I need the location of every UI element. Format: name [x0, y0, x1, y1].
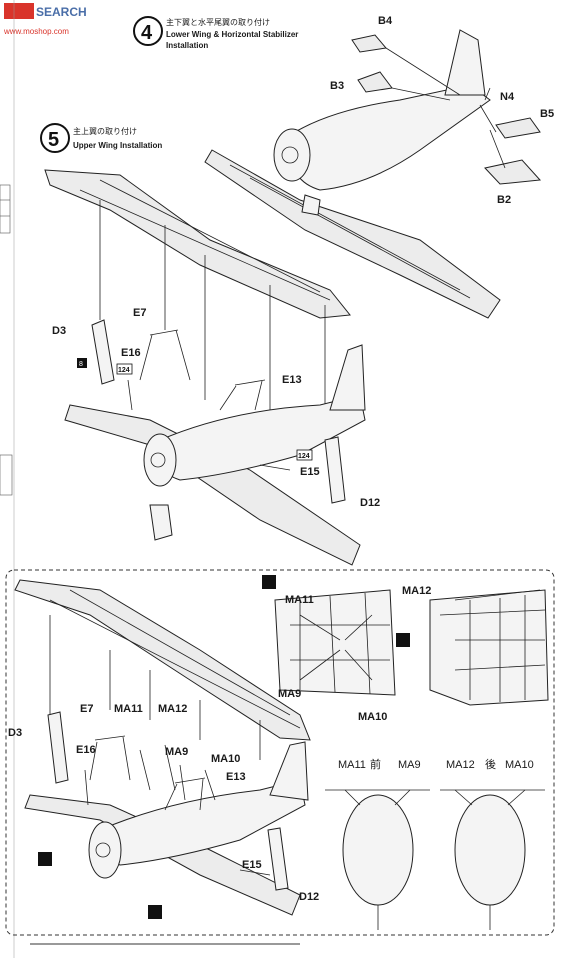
- label-e16: E16: [121, 347, 141, 359]
- watermark-logo: [4, 3, 34, 19]
- watermark-site: www.moshop.com: [3, 27, 69, 36]
- opt-label-d3: D3: [8, 727, 22, 739]
- step5-landing-gear: [149, 504, 173, 541]
- label-b4: B4: [378, 15, 393, 27]
- opt-label-e15: E15: [242, 859, 262, 871]
- opt-label-e13: E13: [226, 771, 246, 783]
- label-d12: D12: [360, 497, 380, 509]
- step4-cowl: [273, 128, 311, 182]
- front-view-left: MA11 前 MA9: [325, 757, 430, 930]
- part-b5-shape: [495, 117, 541, 139]
- part-e7-shape: [139, 329, 191, 381]
- optional-upper-wing: [14, 579, 311, 741]
- optional-panel-frame: [5, 569, 555, 936]
- opt-part-d12-shape: [267, 827, 289, 891]
- opt-label-ma10: MA10: [211, 753, 240, 765]
- opt-part-d3-shape: [47, 711, 69, 784]
- part-d12-shape: [324, 436, 346, 504]
- front-left-b: MA9: [398, 759, 421, 771]
- ref-box-124b: [296, 449, 313, 461]
- step5-title-en: Upper Wing Installation: [73, 141, 162, 150]
- optional-tail: [269, 741, 309, 801]
- step4-title-en-2: Installation: [166, 41, 208, 50]
- ref-box-8: [77, 358, 87, 368]
- opt-label-ma9: MA9: [165, 746, 188, 758]
- step4-header: 4 主下翼と水平尾翼の取り付け Lower Wing & Horizontal …: [133, 16, 298, 50]
- detail-side: [429, 589, 549, 706]
- svg-text:124: 124: [118, 367, 130, 374]
- opt-part-e7-shape: [89, 735, 131, 781]
- step5-drawing: 8 124 124: [44, 169, 366, 566]
- part-b4-shape: [351, 34, 387, 53]
- step4-number: 4: [141, 22, 153, 44]
- detail-label-ma12: MA12: [402, 585, 431, 597]
- watermark: SEARCH www.moshop.com: [3, 3, 87, 36]
- step5-title-jp: 主上翼の取り付け: [73, 126, 137, 136]
- step4-tail: [444, 29, 486, 96]
- label-e15: E15: [300, 466, 320, 478]
- part-e13-shape: [219, 379, 266, 411]
- watermark-brand: SEARCH: [36, 5, 87, 19]
- front-right-a: MA12: [446, 759, 475, 771]
- step5-upper-wing: [44, 169, 351, 319]
- opt-label-d12: D12: [299, 891, 319, 903]
- step4-labels: B4 B3 N4 B5 B2: [330, 15, 554, 206]
- step4-drawing: [204, 29, 542, 319]
- label-n4: N4: [500, 91, 515, 103]
- optional-drawing: [14, 579, 311, 919]
- ref-box-124a: [116, 363, 133, 375]
- label-b5: B5: [540, 108, 554, 120]
- step5-badge: [40, 123, 70, 153]
- optional-cowl: [88, 821, 122, 879]
- front-right-b: MA10: [505, 759, 534, 771]
- marker-icon-1: [38, 852, 52, 866]
- label-e13: E13: [282, 374, 302, 386]
- opt-label-e7: E7: [80, 703, 93, 715]
- step4-fuselage: [288, 84, 491, 191]
- opt-label-e16: E16: [76, 744, 96, 756]
- detail-marker-icon-2: [396, 633, 410, 647]
- label-b3: B3: [330, 80, 344, 92]
- optional-labels: D3 E7 MA11 MA12 E16 MA9 MA10 E13 E15 D12: [8, 703, 319, 903]
- part-d3-shape: [91, 319, 115, 385]
- label-d3: D3: [52, 325, 66, 337]
- detail-label-ma10: MA10: [358, 711, 387, 723]
- detail-label-ma11: MA11: [285, 594, 314, 606]
- front-left-a: MA11: [338, 759, 366, 771]
- part-b2-shape: [484, 159, 542, 185]
- step5-cowl: [143, 433, 177, 487]
- opt-label-ma12: MA12: [158, 703, 187, 715]
- opt-label-ma11: MA11: [114, 703, 143, 715]
- step5-labels: D3 E7 E16 E13 E15 D12: [52, 307, 380, 509]
- part-b3-shape: [357, 71, 393, 93]
- detail-marker-icon-1: [262, 575, 276, 589]
- step5-tail: [329, 344, 366, 411]
- step5-number: 5: [48, 129, 59, 151]
- step4-title-jp: 主下翼と水平尾翼の取り付け: [166, 17, 270, 27]
- marker-icon-2: [148, 905, 162, 919]
- detail-label-ma9: MA9: [278, 688, 301, 700]
- label-e7: E7: [133, 307, 146, 319]
- left-margin-marks: [0, 0, 15, 958]
- step5-header: 5 主上翼の取り付け Upper Wing Installation: [40, 123, 162, 153]
- svg-text:124: 124: [298, 453, 310, 460]
- front-view-right: MA12 後 MA10: [440, 757, 545, 930]
- front-left-mid: 前: [370, 757, 381, 771]
- front-right-mid: 後: [485, 757, 496, 771]
- svg-text:8: 8: [79, 361, 83, 368]
- detail-underside: MA11 MA12 MA9 MA10: [262, 575, 431, 723]
- label-b2: B2: [497, 194, 511, 206]
- step4-title-en-1: Lower Wing & Horizontal Stabilizer: [166, 30, 298, 39]
- step4-badge: [133, 16, 163, 46]
